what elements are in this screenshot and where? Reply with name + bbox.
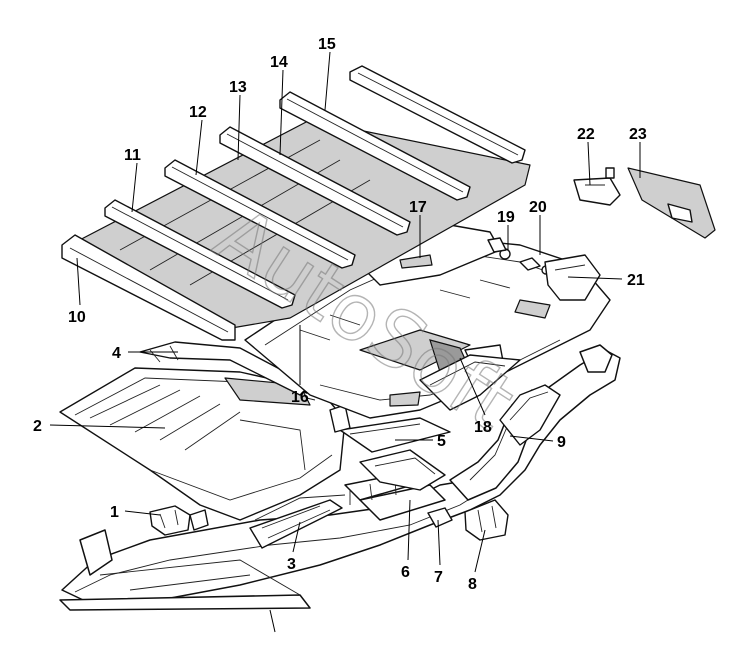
part-18-tunnel <box>419 354 521 411</box>
label-21: 21 <box>627 272 645 289</box>
part-6-bracket <box>359 449 446 491</box>
label-23: 23 <box>629 126 647 143</box>
part-9-rail <box>499 384 561 446</box>
part-2-rear-floor-pan <box>59 367 346 521</box>
label-13: 13 <box>229 79 247 96</box>
part-1-bracket <box>149 505 209 536</box>
label-3: 3 <box>287 556 296 573</box>
label-11: 11 <box>124 147 141 164</box>
part-15-crossbeam <box>349 65 526 164</box>
label-14: 14 <box>270 54 288 71</box>
part-7-mount <box>427 507 453 528</box>
label-9: 9 <box>557 434 566 451</box>
part-13-crossbeam <box>219 126 411 236</box>
label-4: 4 <box>112 345 121 362</box>
label-2: 2 <box>33 418 42 435</box>
label-7: 7 <box>434 569 443 586</box>
label-1: 1 <box>110 504 119 521</box>
part-8-mount <box>464 499 509 541</box>
leader-lines <box>49 51 641 573</box>
callout-labels: 1 2 3 4 5 6 7 8 9 10 11 12 13 14 15 16 1… <box>33 36 647 593</box>
label-16: 16 <box>291 389 309 406</box>
part-10-rear-crossbeam <box>61 234 236 341</box>
label-12: 12 <box>189 104 207 121</box>
label-18: 18 <box>474 419 492 436</box>
part-3-crossmember <box>249 499 343 549</box>
label-22: 22 <box>577 126 595 143</box>
label-20: 20 <box>529 199 547 216</box>
label-8: 8 <box>468 576 477 593</box>
label-10: 10 <box>68 309 86 326</box>
part-14-crossbeam <box>279 91 471 201</box>
label-5: 5 <box>437 433 446 450</box>
label-17: 17 <box>409 199 427 216</box>
part-11-crossbeam <box>104 199 296 309</box>
part-19-grommet <box>487 237 511 260</box>
label-6: 6 <box>401 564 410 581</box>
label-19: 19 <box>497 209 515 226</box>
part-23-hatch-panel <box>627 167 716 239</box>
label-15: 15 <box>318 36 336 53</box>
part-5-crossbar <box>329 404 451 453</box>
part-22-cover <box>573 167 621 206</box>
part-12-crossbeam <box>164 159 356 269</box>
